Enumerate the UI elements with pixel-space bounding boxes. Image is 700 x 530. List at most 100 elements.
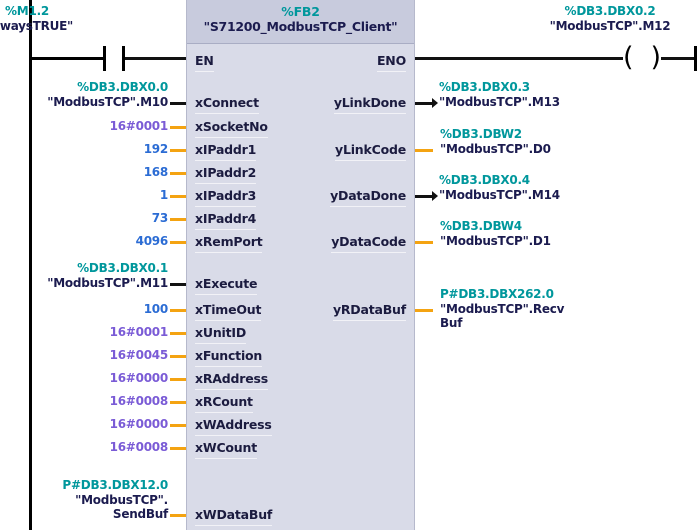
input-operand-xwaddress[interactable]: 16#0000 xyxy=(109,417,169,432)
input-operand-xrcount[interactable]: 16#0008 xyxy=(109,394,169,409)
input-connector-xremport xyxy=(170,241,186,244)
operand-value: 1 xyxy=(159,188,168,202)
output-operand-ydatadone[interactable]: %DB3.DBX0.4"ModbusTCP".M14 xyxy=(439,173,560,202)
input-connector-xunitid xyxy=(170,332,186,335)
operand-value: 16#0001 xyxy=(109,325,169,339)
pin-xipaddr4[interactable]: xIPaddr4 xyxy=(195,212,256,230)
operand-value: 16#0045 xyxy=(109,348,169,362)
pin-xconnect[interactable]: xConnect xyxy=(195,96,259,114)
input-operand-xipaddr2[interactable]: 168 xyxy=(144,165,169,180)
input-connector-xipaddr1 xyxy=(170,149,186,152)
input-connector-xsocketno xyxy=(170,126,186,129)
input-operand-xunitid[interactable]: 16#0001 xyxy=(109,325,169,340)
output-arrow-ylinkdone xyxy=(432,98,438,108)
pin-ydatacode[interactable]: yDataCode xyxy=(331,235,406,253)
operand-address: P#DB3.DBX262.0 xyxy=(440,287,554,301)
pin-xwaddress[interactable]: xWAddress xyxy=(195,418,272,436)
pin-label: yRDataBuf xyxy=(332,302,406,317)
pin-xfunction[interactable]: xFunction xyxy=(195,349,262,367)
input-connector-xtimeout xyxy=(170,309,186,312)
coil-paren-left: ( xyxy=(623,42,634,73)
output-operand-ydatacode[interactable]: %DB3.DBW4"ModbusTCP".D1 xyxy=(440,219,551,248)
input-operand-xwdatabuf[interactable]: P#DB3.DBX12.0"ModbusTCP".SendBuf xyxy=(62,478,168,522)
output-operand-ylinkcode[interactable]: %DB3.DBW2"ModbusTCP".D0 xyxy=(440,127,551,156)
input-operand-xwcount[interactable]: 16#0008 xyxy=(109,440,169,455)
input-connector-xipaddr2 xyxy=(170,172,186,175)
operand-address: %DB3.DBW4 xyxy=(440,219,522,233)
operand-symbol-cont: Buf xyxy=(440,316,463,330)
output-coil[interactable]: ( ) xyxy=(623,42,661,73)
function-block-modbustcp-client[interactable]: %FB2 "S71200_ModbusTCP_Client" EN ENO xC… xyxy=(186,0,415,530)
pin-ydatadone[interactable]: yDataDone xyxy=(330,189,406,207)
operand-address: %DB3.DBW2 xyxy=(440,127,522,141)
operand-value: 16#0000 xyxy=(109,417,169,431)
operand-symbol: "ModbusTCP".Recv xyxy=(440,301,565,316)
operand-value: 16#0008 xyxy=(109,394,169,408)
operand-symbol: "ModbusTCP".M14 xyxy=(439,187,560,202)
pin-label: xExecute xyxy=(195,276,258,291)
pin-xraddress[interactable]: xRAddress xyxy=(195,372,268,390)
operand-address: %DB3.DBX0.4 xyxy=(439,173,530,187)
pin-xsocketno[interactable]: xSocketNo xyxy=(195,120,268,138)
pin-label: xConnect xyxy=(195,95,259,110)
input-connector-xwcount xyxy=(170,447,186,450)
operand-address: P#DB3.DBX12.0 xyxy=(62,478,168,492)
pin-xrcount[interactable]: xRCount xyxy=(195,395,253,413)
input-operand-xipaddr4[interactable]: 73 xyxy=(152,211,168,226)
function-block-number: %FB2 xyxy=(281,4,320,19)
input-operand-xipaddr1[interactable]: 192 xyxy=(144,142,169,157)
pin-xipaddr3[interactable]: xIPaddr3 xyxy=(195,189,256,207)
pin-xipaddr1[interactable]: xIPaddr1 xyxy=(195,143,256,161)
output-arrow-ydatadone xyxy=(432,191,438,201)
input-operand-xconnect[interactable]: %DB3.DBX0.0"ModbusTCP".M10 xyxy=(47,80,168,109)
operand-value: 16#0001 xyxy=(109,119,169,133)
output-operand-ylinkdone[interactable]: %DB3.DBX0.3"ModbusTCP".M13 xyxy=(439,80,560,109)
input-operand-xremport[interactable]: 4096 xyxy=(136,234,169,249)
output-connector-ydatacode xyxy=(415,241,433,244)
output-connector-ylinkcode xyxy=(415,149,433,152)
contact-operand-label[interactable]: %M1.2 "AlwaysTRUE" xyxy=(0,4,102,33)
pin-ylinkcode[interactable]: yLinkCode xyxy=(335,143,406,161)
input-connector-xraddress xyxy=(170,378,186,381)
normally-open-contact[interactable] xyxy=(103,46,125,71)
operand-value: 16#0008 xyxy=(109,440,169,454)
operand-address: %DB3.DBX0.0 xyxy=(77,80,168,94)
input-operand-xfunction[interactable]: 16#0045 xyxy=(109,348,169,363)
rung-wire-eno-to-coil xyxy=(415,57,623,60)
pin-label: xFunction xyxy=(195,348,263,363)
output-connector-ylinkdone xyxy=(415,102,433,105)
pin-xremport[interactable]: xRemPort xyxy=(195,235,263,253)
pin-label: xIPaddr3 xyxy=(195,188,257,203)
rung-wire-left xyxy=(29,57,103,60)
pin-en-label: EN xyxy=(195,53,214,68)
rung-wire-coil-to-end xyxy=(661,57,696,60)
input-operand-xraddress[interactable]: 16#0000 xyxy=(110,371,169,386)
contact-bar-right xyxy=(122,46,125,71)
operand-symbol: "ModbusTCP".D0 xyxy=(440,141,551,156)
output-connector-yrdatabuf xyxy=(415,309,433,312)
operand-symbol: "ModbusTCP".M10 xyxy=(47,94,168,109)
pin-ylinkdone[interactable]: yLinkDone xyxy=(333,95,406,114)
pin-label: xIPaddr4 xyxy=(195,211,257,226)
input-operand-xexecute[interactable]: %DB3.DBX0.1"ModbusTCP".M11 xyxy=(47,261,168,290)
pin-xwcount[interactable]: xWCount xyxy=(195,441,257,459)
pin-xipaddr2[interactable]: xIPaddr2 xyxy=(195,166,256,184)
coil-operand-label[interactable]: %DB3.DBX0.2 "ModbusTCP".M12 xyxy=(515,4,700,33)
input-operand-xtimeout[interactable]: 100 xyxy=(144,302,169,317)
operand-symbol: "ModbusTCP".M13 xyxy=(439,94,560,109)
rung-end-terminal xyxy=(694,46,697,71)
pin-xunitid[interactable]: xUnitID xyxy=(195,326,246,344)
pin-eno[interactable]: ENO xyxy=(376,54,406,72)
pin-xexecute[interactable]: xExecute xyxy=(195,276,258,295)
pin-yrdatabuf[interactable]: yRDataBuf xyxy=(332,302,406,321)
function-block-header: %FB2 "S71200_ModbusTCP_Client" xyxy=(187,0,414,44)
pin-label: yLinkDone xyxy=(333,95,406,110)
pin-xwdatabuf[interactable]: xWDataBuf xyxy=(195,508,272,526)
pin-label: xTimeOut xyxy=(195,302,262,317)
input-operand-xipaddr3[interactable]: 1 xyxy=(160,188,168,203)
input-operand-xsocketno[interactable]: 16#0001 xyxy=(109,119,169,134)
coil-symbol: "ModbusTCP".M12 xyxy=(549,18,671,33)
pin-en[interactable]: EN xyxy=(195,54,214,72)
pin-xtimeout[interactable]: xTimeOut xyxy=(195,303,261,321)
